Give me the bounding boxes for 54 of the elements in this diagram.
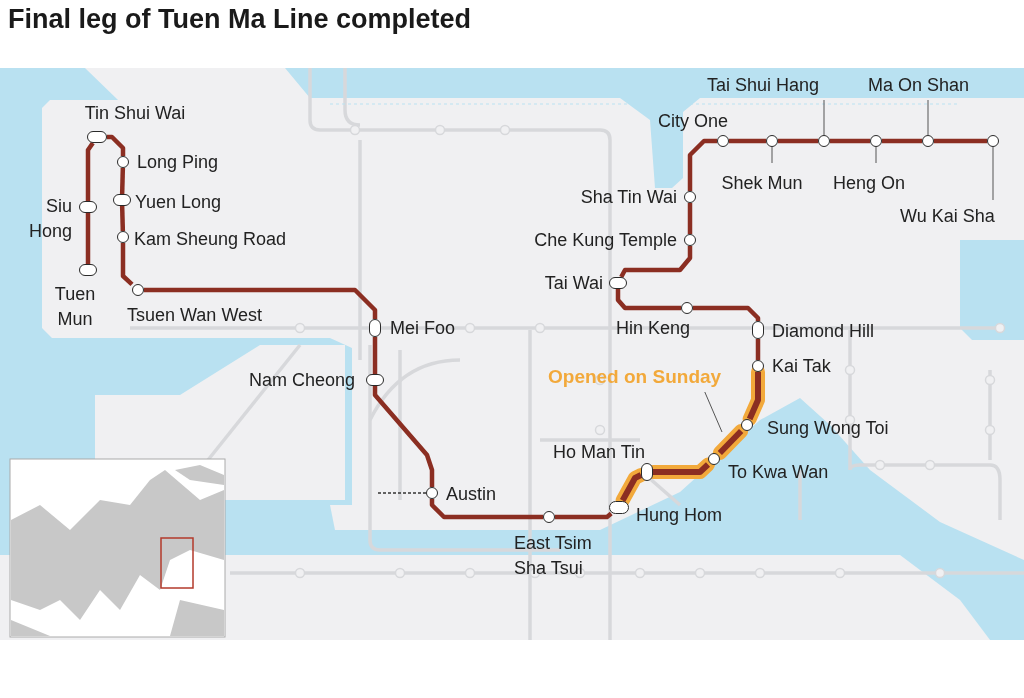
rail-line	[120, 243, 134, 287]
station-name: Shek Mun	[721, 171, 803, 195]
station-name: Sung Wong Toi	[767, 416, 889, 440]
rail-line	[555, 511, 613, 520]
rail-line	[144, 287, 378, 319]
rail-line	[372, 337, 378, 374]
leader-line	[704, 391, 723, 433]
rail-line	[615, 289, 681, 311]
station-name: Long Ping	[137, 150, 219, 174]
rail-line	[934, 138, 987, 144]
station-name: Yuen Long	[135, 190, 222, 214]
station-name: Kai Tak	[772, 354, 831, 378]
rail-line	[687, 138, 717, 191]
rail-line	[85, 141, 95, 201]
rail-line	[778, 138, 818, 144]
rail-line	[429, 499, 543, 520]
rail-line	[687, 203, 693, 234]
station-name: Wu Kai Sha	[900, 204, 995, 228]
station-name: To Kwa Wan	[728, 460, 829, 484]
station-name: Sha Tin Wai	[580, 185, 677, 209]
station-name: Mei Foo	[390, 316, 456, 340]
station-name: Nam Cheong	[248, 368, 355, 392]
rail-line	[119, 167, 126, 195]
rail-line	[119, 205, 126, 232]
station-name: East Tsim Sha Tsui	[514, 532, 593, 580]
station-name: Diamond Hill	[772, 319, 875, 343]
station-name: Tsuen Wan West	[127, 303, 263, 327]
station-name: Austin	[446, 482, 497, 506]
station-name: Tin Shui Wai	[84, 101, 186, 125]
rail-line	[882, 138, 922, 144]
rail-line	[755, 339, 761, 360]
rail-line	[85, 213, 91, 264]
station-name: Tai Shui Hang	[707, 73, 820, 97]
station-name: Ho Man Tin	[553, 440, 646, 464]
annotation-text: Opened on Sunday	[548, 365, 722, 389]
station-name: Ma On Shan	[868, 73, 970, 97]
station-marker	[87, 131, 107, 143]
station-name: Tai Wai	[544, 271, 603, 295]
rail-line	[830, 138, 870, 144]
rail-line	[729, 138, 766, 144]
rail-line	[693, 305, 761, 321]
title: Final leg of Tuen Ma Line completed	[8, 4, 472, 35]
station-name: Hung Hom	[636, 503, 723, 527]
station-name: Che Kung Temple	[534, 228, 677, 252]
highlighted-rail-line	[712, 424, 749, 460]
station-name: City One	[658, 109, 729, 133]
rail-line	[619, 246, 693, 279]
rail-line	[372, 386, 435, 487]
station-name: Siu Hong	[27, 195, 72, 243]
station-name: Hin Keng	[616, 316, 691, 340]
station-name: Tuen Mun	[53, 283, 97, 331]
rail-line	[107, 134, 126, 156]
station-name: Kam Sheung Road	[134, 227, 287, 251]
station-name: Heng On	[833, 171, 906, 195]
